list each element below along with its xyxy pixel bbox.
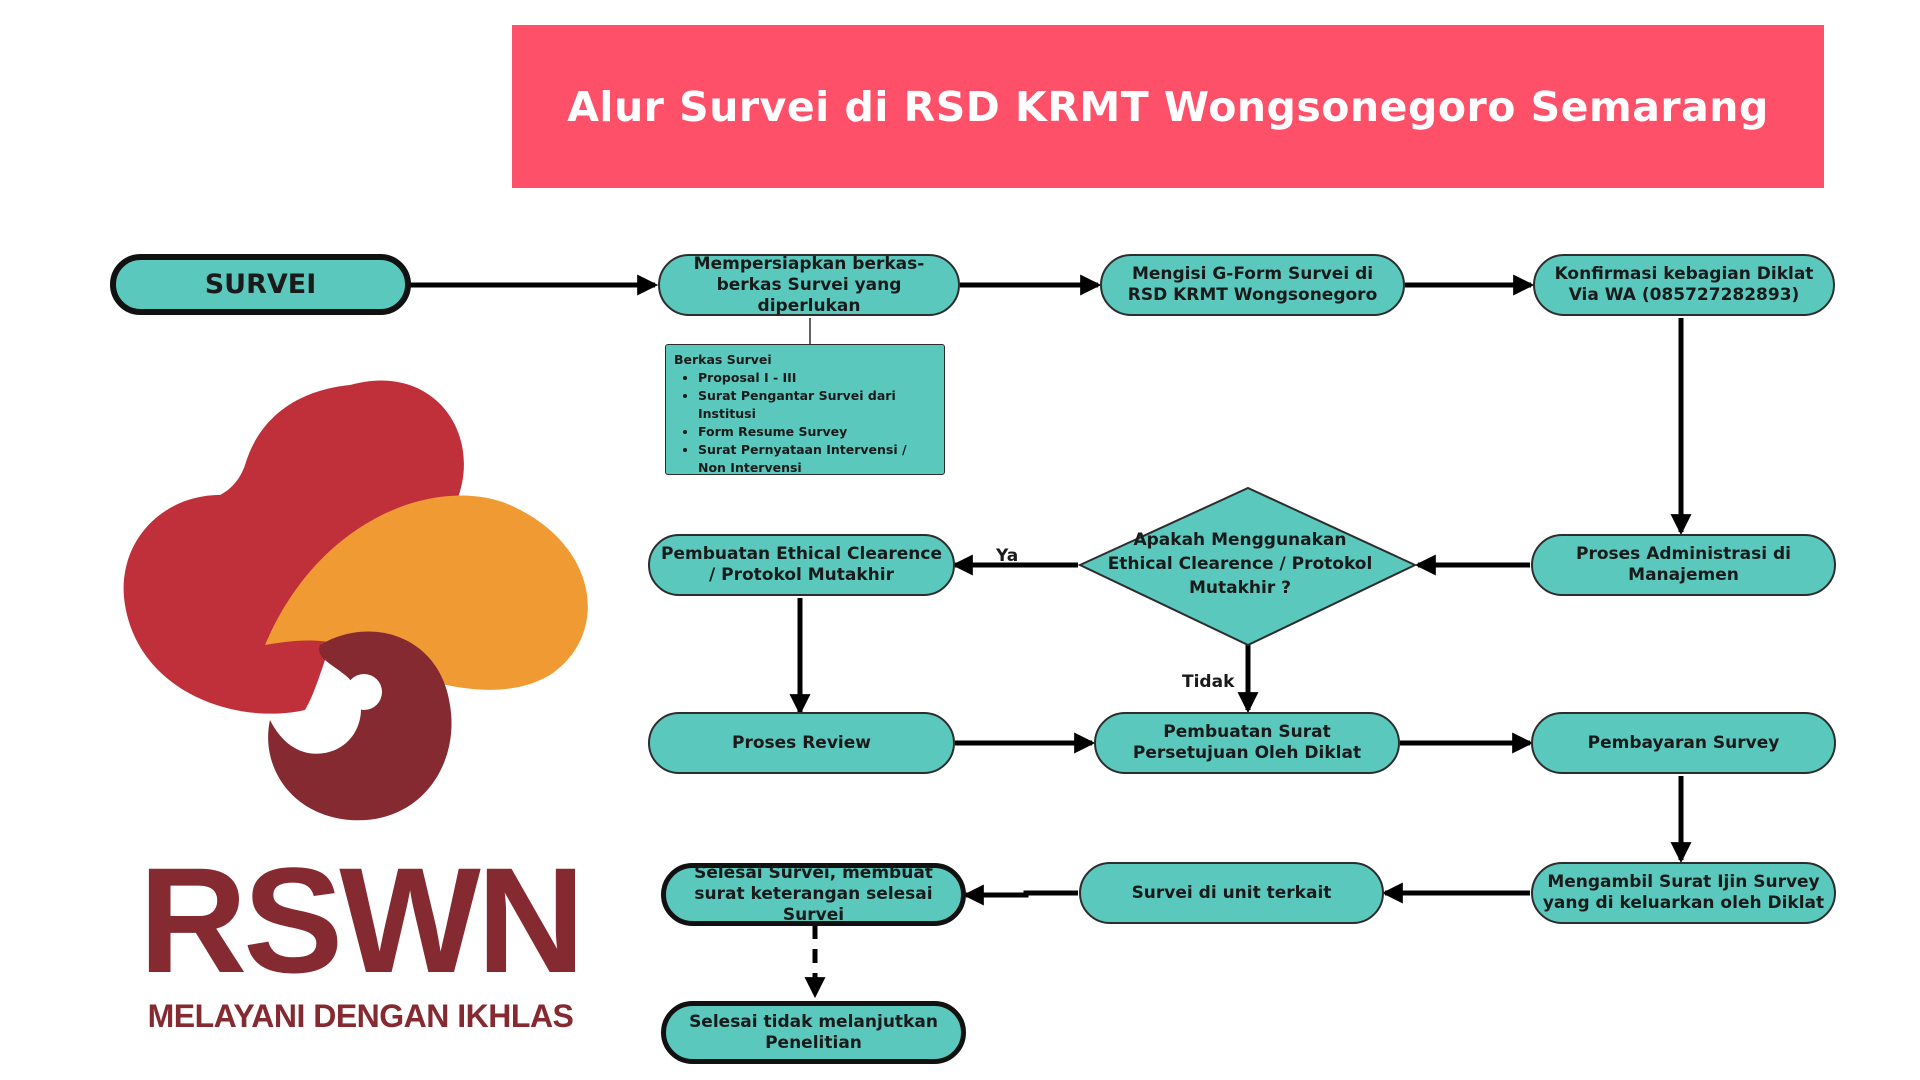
- edge-label-no: Tidak: [1182, 672, 1235, 692]
- admin-label: Proses Administrasi di Manajemen: [1576, 544, 1791, 585]
- finish-node: Selesai Survei, membuat surat keterangan…: [661, 863, 966, 926]
- start-label: SURVEI: [204, 269, 317, 300]
- ethical-node: Pembuatan Ethical Clearence / Protokol M…: [648, 534, 955, 596]
- review-node: Proses Review: [648, 712, 955, 774]
- finish-label: Selesai Survei, membuat surat keterangan…: [694, 863, 933, 925]
- rswn-logo-mark: [123, 380, 588, 821]
- approval-node: Pembuatan Surat Persetujuan Oleh Diklat: [1094, 712, 1400, 774]
- berkas-list: Proposal I - III Surat Pengantar Survei …: [674, 369, 936, 477]
- unit-label: Survei di unit terkait: [1131, 882, 1332, 903]
- berkas-item: Surat Pengantar Survei dari Institusi: [698, 387, 936, 423]
- logo-red-shape: [123, 380, 464, 714]
- edge-unit-finish: [962, 884, 1078, 906]
- berkas-heading: Berkas Survei: [674, 352, 772, 367]
- gform-label: Mengisi G-Form Survei di RSD KRMT Wongso…: [1127, 264, 1378, 305]
- berkas-note: Berkas Survei Proposal I - III Surat Pen…: [665, 344, 945, 475]
- logo-tagline: MELAYANI DENGAN IKHLAS: [147, 998, 574, 1034]
- ethical-label: Pembuatan Ethical Clearence / Protokol M…: [661, 544, 942, 585]
- approval-label: Pembuatan Surat Persetujuan Oleh Diklat: [1132, 722, 1362, 763]
- permit-node: Mengambil Surat Ijin Survey yang di kelu…: [1531, 862, 1836, 924]
- stop-node: Selesai tidak melanjutkan Penelitian: [661, 1001, 966, 1064]
- confirm-label: Konfirmasi kebagian Diklat Via WA (08572…: [1554, 264, 1814, 305]
- stop-label: Selesai tidak melanjutkan Penelitian: [689, 1011, 938, 1053]
- page-title: Alur Survei di RSD KRMT Wongsonegoro Sem…: [567, 82, 1769, 131]
- admin-node: Proses Administrasi di Manajemen: [1531, 534, 1836, 596]
- unit-node: Survei di unit terkait: [1079, 862, 1384, 924]
- title-banner: Alur Survei di RSD KRMT Wongsonegoro Sem…: [512, 25, 1824, 188]
- review-label: Proses Review: [732, 732, 871, 753]
- berkas-item: Form Resume Survey: [698, 423, 936, 441]
- logo-maroon-shape: [268, 631, 452, 821]
- logo-wordmark: RSWN: [138, 836, 585, 1004]
- edge-label-yes: Ya: [996, 546, 1019, 566]
- permit-label: Mengambil Surat Ijin Survey yang di kelu…: [1542, 872, 1825, 913]
- decision-diamond: [1077, 486, 1418, 647]
- prepare-node: Mempersiapkan berkas-berkas Survei yang …: [658, 254, 960, 316]
- gform-node: Mengisi G-Form Survei di RSD KRMT Wongso…: [1100, 254, 1405, 316]
- payment-node: Pembayaran Survey: [1531, 712, 1836, 774]
- confirm-node: Konfirmasi kebagian Diklat Via WA (08572…: [1533, 254, 1835, 316]
- berkas-item: Surat Pernyataan Intervensi / Non Interv…: [698, 441, 936, 477]
- decision-label: Apakah Menggunakan Ethical Clearence / P…: [1107, 530, 1373, 598]
- start-node: SURVEI: [110, 254, 411, 315]
- prepare-label: Mempersiapkan berkas-berkas Survei yang …: [693, 253, 925, 316]
- berkas-item: Proposal I - III: [698, 369, 936, 387]
- payment-label: Pembayaran Survey: [1587, 732, 1780, 753]
